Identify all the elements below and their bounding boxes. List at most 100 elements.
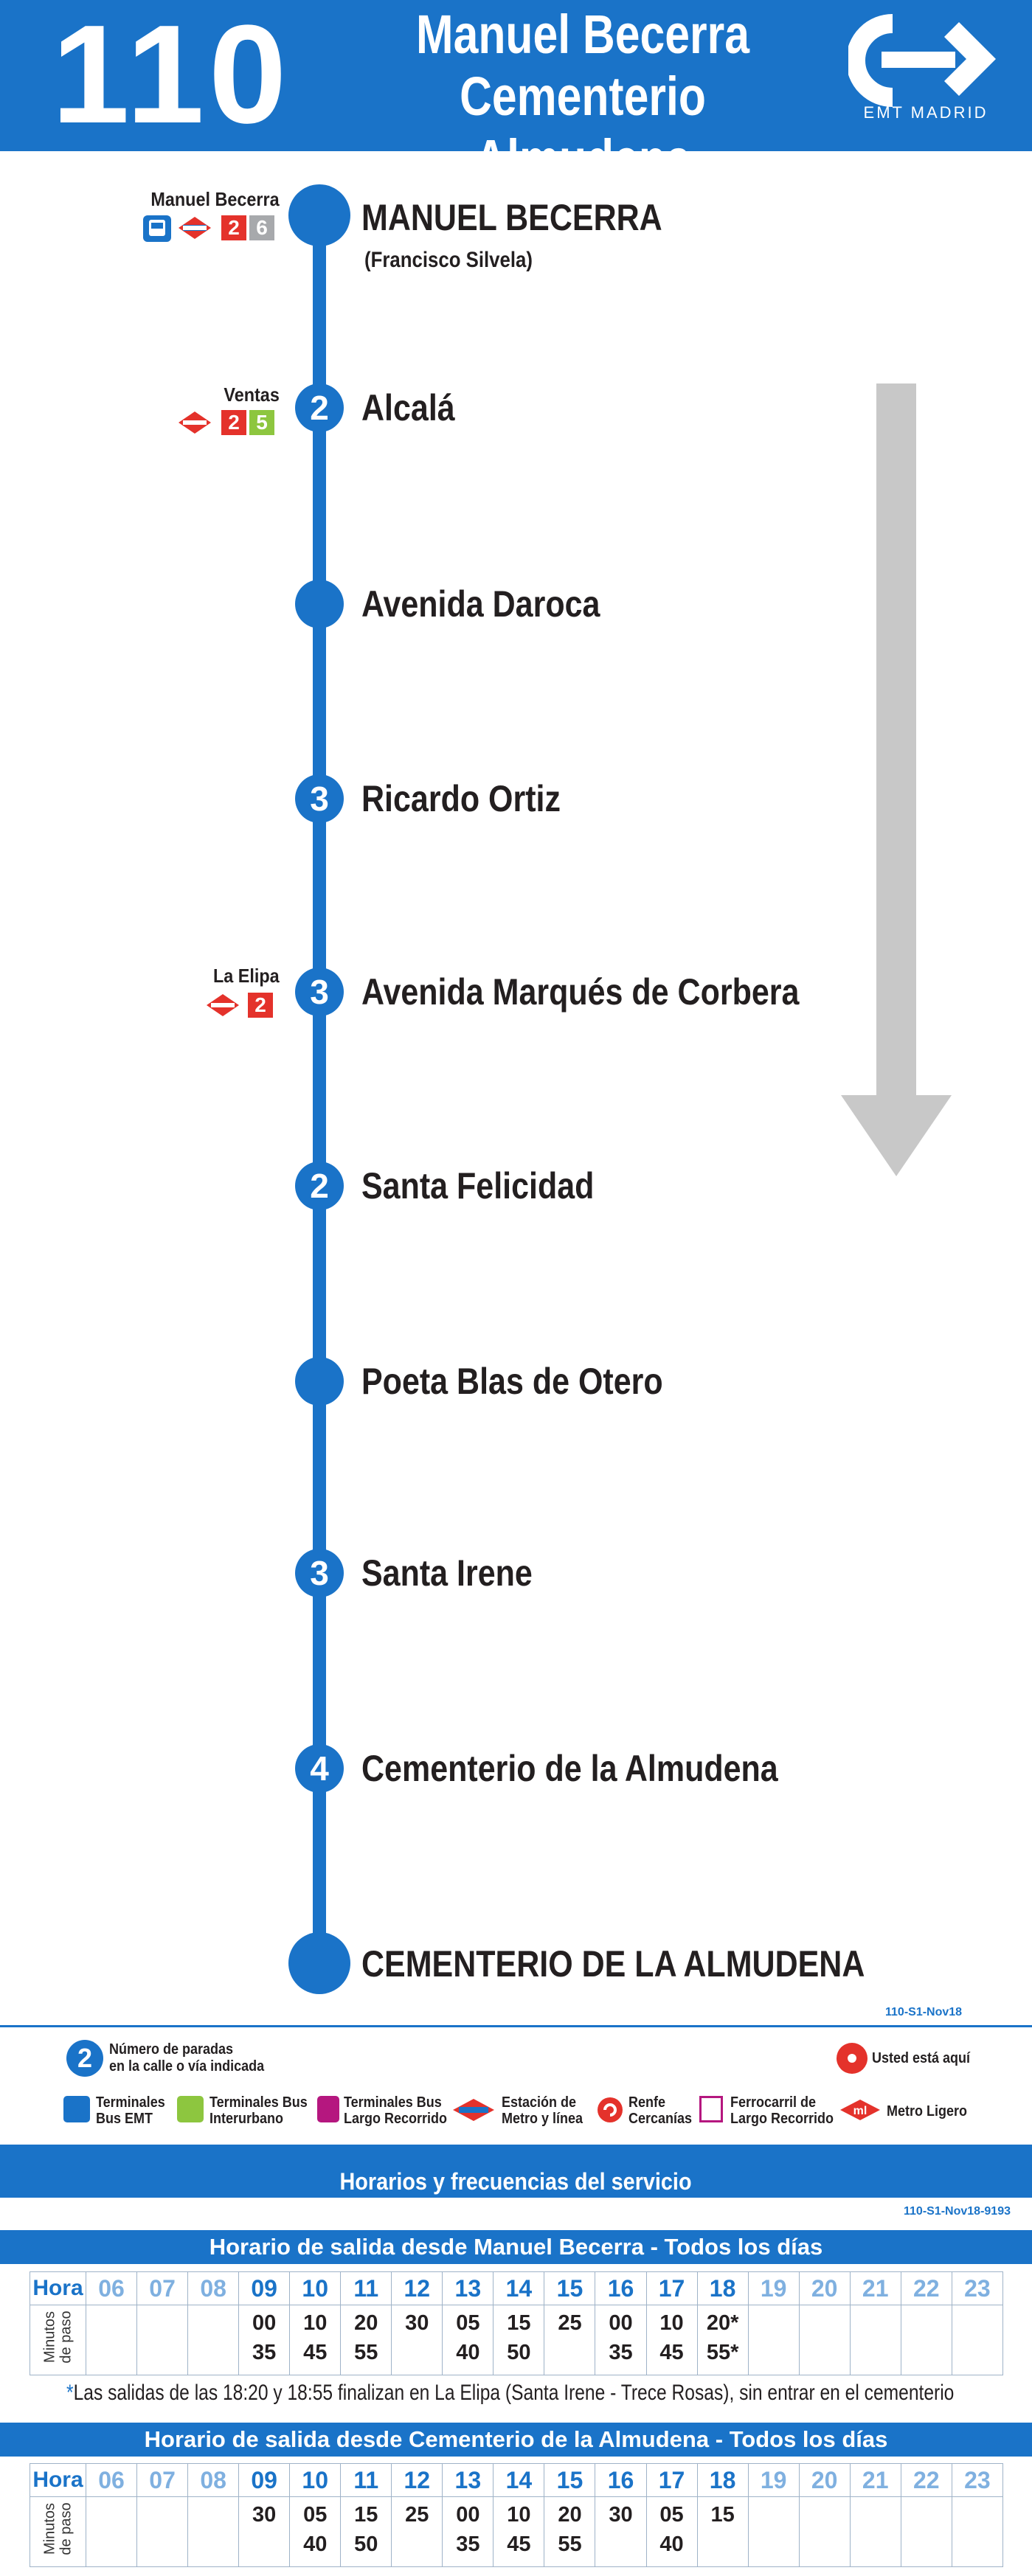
minutes-cell: 30 xyxy=(595,2496,647,2567)
legend-text: Bus EMT xyxy=(96,2111,153,2127)
long-distance-rail-icon xyxy=(699,2096,723,2122)
emt-brand-text: EMT MADRID xyxy=(863,103,988,122)
hour-cell: 16 xyxy=(595,2271,647,2305)
direction-arrow-icon xyxy=(841,383,952,1176)
hour-cell: 07 xyxy=(136,2463,189,2497)
hour-cell: 10 xyxy=(289,2271,342,2305)
minutes-cell xyxy=(900,2496,952,2567)
legend-text: Ferrocarril de xyxy=(730,2094,817,2111)
minutes-cell: 30 xyxy=(391,2305,443,2375)
hour-cell: 20 xyxy=(798,2271,851,2305)
metro-ligero-icon-text: ml xyxy=(853,2105,867,2117)
stop-name: Cementerio de la Almudena xyxy=(361,1748,778,1789)
stop-count-badge: 2 xyxy=(295,1162,344,1210)
metro-line-badge: 5 xyxy=(249,410,274,435)
hour-cell: 17 xyxy=(645,2271,698,2305)
hour-cell: 07 xyxy=(136,2271,189,2305)
divider xyxy=(0,2025,1032,2027)
hour-cell: 19 xyxy=(747,2271,800,2305)
legend-text: Cercanías xyxy=(628,2111,693,2127)
legend-text: Usted está aquí xyxy=(872,2050,971,2066)
hour-cell: 20 xyxy=(798,2463,851,2497)
minutes-cell: 25 xyxy=(544,2305,596,2375)
renfe-icon xyxy=(598,2097,623,2122)
bus-emt-icon xyxy=(63,2096,90,2122)
schedule-code: 110-S1-Nov18-9193 xyxy=(904,2205,1011,2218)
minutes-cell xyxy=(136,2305,189,2375)
terminal-stop-dot xyxy=(288,1932,350,1994)
route-destination-title: Cementerio Almudena xyxy=(460,66,706,190)
hour-label: Hora xyxy=(30,2463,86,2497)
bus-terminal-icon xyxy=(143,215,171,242)
legend-text: Terminales Bus xyxy=(344,2094,442,2111)
minutes-cell xyxy=(849,2496,901,2567)
hour-cell: 22 xyxy=(900,2463,952,2497)
return-schedule-header: Horario de salida desde Cementerio de la… xyxy=(0,2423,1032,2457)
long-distance-bus-icon xyxy=(317,2096,339,2122)
hour-cell: 19 xyxy=(747,2463,800,2497)
hour-cell: 14 xyxy=(493,2463,545,2497)
hour-cell: 06 xyxy=(85,2271,138,2305)
legend-text: Interurbano xyxy=(209,2111,284,2127)
minutes-cell xyxy=(747,2305,800,2375)
hour-cell: 11 xyxy=(340,2463,392,2497)
hour-cell: 12 xyxy=(391,2463,443,2497)
hour-cell: 11 xyxy=(340,2271,392,2305)
minutes-cell xyxy=(798,2496,851,2567)
legend-text: Número de paradas xyxy=(109,2041,234,2058)
stop-name: Santa Irene xyxy=(361,1552,533,1594)
legend-text: Metro y línea xyxy=(502,2111,583,2127)
minutes-cell xyxy=(187,2305,240,2375)
hour-cell: 17 xyxy=(645,2463,698,2497)
hour-cell: 18 xyxy=(696,2463,749,2497)
hour-cell: 22 xyxy=(900,2271,952,2305)
schedule-banner: Horarios y frecuencias del servicio xyxy=(0,2145,1032,2198)
minutes-cell xyxy=(900,2305,952,2375)
hour-cell: 23 xyxy=(951,2463,1004,2497)
return-schedule-title: Horario de salida desde Cementerio de la… xyxy=(144,2426,888,2452)
hour-cell: 08 xyxy=(187,2463,240,2497)
metro-line-badge: 2 xyxy=(221,410,246,435)
hour-cell: 16 xyxy=(595,2463,647,2497)
stop-name: MANUEL BECERRA xyxy=(361,197,662,238)
minutes-cell xyxy=(849,2305,901,2375)
stop-count-legend-icon: 2 xyxy=(66,2040,103,2077)
hour-cell: 08 xyxy=(187,2271,240,2305)
stop-name: Santa Felicidad xyxy=(361,1165,595,1207)
hour-cell: 18 xyxy=(696,2271,749,2305)
hour-cell: 09 xyxy=(238,2463,291,2497)
minutes-cell: 20*55* xyxy=(696,2305,749,2375)
hour-cell: 21 xyxy=(849,2463,901,2497)
hour-cell: 09 xyxy=(238,2271,291,2305)
connection-label: Manuel Becerra xyxy=(150,188,280,210)
hour-cell: 15 xyxy=(544,2463,596,2497)
metro-line-badge: 2 xyxy=(248,993,273,1018)
stop-count-badge: 3 xyxy=(295,1549,344,1597)
minutes-cell xyxy=(951,2496,1004,2567)
you-are-here-icon xyxy=(837,2043,867,2074)
minutes-cell xyxy=(951,2305,1004,2375)
metro-ligero-icon: ml xyxy=(840,2100,880,2120)
outbound-schedule-title: Horario de salida desde Manuel Becerra -… xyxy=(209,2234,823,2260)
minutes-cell xyxy=(136,2496,189,2567)
legend-text: Terminales xyxy=(96,2094,165,2111)
schedule-note: *Las salidas de las 18:20 y 18:55 finali… xyxy=(66,2381,955,2405)
metro-line-badge: 2 xyxy=(221,215,246,240)
emt-logo-icon xyxy=(848,14,996,107)
hour-cell: 13 xyxy=(442,2271,494,2305)
stop-count-badge: 3 xyxy=(295,968,344,1016)
terminal-stop-dot xyxy=(288,184,350,246)
legend-text: Largo Recorrido xyxy=(730,2111,834,2127)
hour-cell: 14 xyxy=(493,2271,545,2305)
